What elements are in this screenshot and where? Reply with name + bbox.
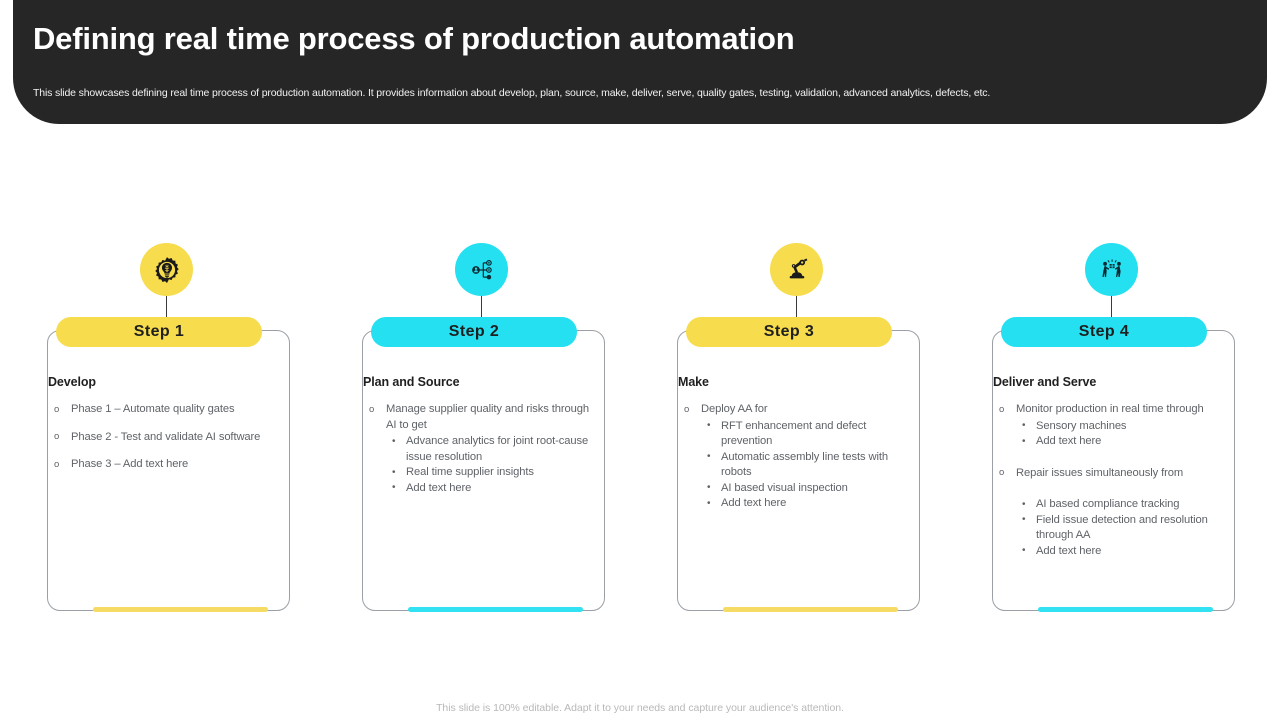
- sub-bullet-text: Advance analytics for joint root-cause i…: [406, 435, 589, 463]
- step-4-heading: Deliver and Serve: [993, 375, 1097, 389]
- list-item: Field issue detection and resolution thr…: [1016, 512, 1225, 544]
- robot-arm-icon: [782, 255, 812, 285]
- sub-bullet-text: RFT enhancement and defect prevention: [721, 419, 867, 448]
- step-card-4[interactable]: Step 4 Deliver and Serve Monitor product…: [981, 243, 1280, 615]
- sub-bullet-text: Sensory machines: [1036, 419, 1127, 432]
- step-4-icon-bubble: [1085, 243, 1138, 296]
- list-item: Phase 2 - Test and validate AI software: [48, 429, 280, 446]
- step-3-pill[interactable]: Step 3: [686, 317, 892, 347]
- step-card-3[interactable]: Step 3 Make Deploy AA for RFT enhancemen…: [666, 243, 966, 615]
- step-4-pill-label: Step 4: [1078, 323, 1130, 340]
- sub-bullet-text: AI based compliance tracking: [1036, 498, 1180, 510]
- step-3-content: Make Deploy AA for RFT enhancement and d…: [678, 375, 910, 514]
- step-1-bullet-list: Phase 1 – Automate quality gates Phase 2…: [48, 402, 280, 473]
- step-3-heading: Make: [678, 375, 709, 389]
- sub-bullet-text: Add text here: [721, 497, 787, 509]
- list-item: Add text here: [386, 480, 595, 497]
- list-item: Automatic assembly line tests with robot…: [701, 449, 910, 481]
- bullet-text: Deploy AA for: [701, 403, 768, 415]
- step-4-accent-bar: [1038, 607, 1213, 612]
- list-item: Sensory machines: [1016, 418, 1225, 435]
- list-item: Manage supplier quality and risks throug…: [363, 402, 595, 496]
- list-item: Add text here: [1016, 543, 1225, 560]
- list-item: Phase 1 – Automate quality gates: [48, 402, 280, 418]
- step-1-heading: Develop: [48, 375, 96, 389]
- step-1-accent-bar: [93, 607, 268, 612]
- step-3-bullet-list: Deploy AA for RFT enhancement and defect…: [678, 402, 910, 512]
- step-1-pill-label: Step 1: [133, 323, 185, 340]
- bullet-text: Manage supplier quality and risks throug…: [386, 403, 589, 431]
- list-item: Monitor production in real time through …: [993, 402, 1225, 450]
- list-item: Deploy AA for RFT enhancement and defect…: [678, 402, 910, 512]
- bullet-text: Phase 1 – Automate quality gates: [71, 403, 235, 415]
- list-item: RFT enhancement and defect prevention: [701, 418, 910, 450]
- step-2-sub-list: Advance analytics for joint root-cause i…: [386, 434, 595, 496]
- list-item: AI based compliance tracking: [1016, 497, 1225, 513]
- step-4-content: Deliver and Serve Monitor production in …: [993, 375, 1225, 561]
- step-2-bullet-list: Manage supplier quality and risks throug…: [363, 402, 595, 496]
- step-4-bullet-list: Monitor production in real time through …: [993, 402, 1225, 559]
- step-1-pill[interactable]: Step 1: [56, 317, 262, 347]
- page-title: Defining real time process of production…: [33, 21, 795, 56]
- step-3-sub-list: RFT enhancement and defect prevention Au…: [701, 418, 910, 512]
- step-3-connector: [796, 296, 797, 324]
- people-handoff-icon: [1097, 255, 1127, 285]
- list-item: Add text here: [1016, 434, 1225, 450]
- step-4-sub-list-b: AI based compliance tracking Field issue…: [1016, 497, 1225, 559]
- list-item: Repair issues simultaneously from AI bas…: [993, 465, 1225, 560]
- step-1-connector: [166, 296, 167, 324]
- bullet-text: Monitor production in real time through: [1016, 403, 1204, 415]
- sub-bullet-text: Field issue detection and resolution thr…: [1036, 513, 1208, 542]
- list-item: Real time supplier insights: [386, 465, 595, 481]
- list-item: AI based visual inspection: [701, 480, 910, 497]
- step-2-connector: [481, 296, 482, 324]
- step-4-connector: [1111, 296, 1112, 324]
- gear-lightbulb-icon: [152, 255, 182, 285]
- step-2-accent-bar: [408, 607, 583, 612]
- page-subtitle: This slide showcases defining real time …: [33, 87, 991, 99]
- slide-footer-note: This slide is 100% editable. Adapt it to…: [436, 702, 844, 714]
- step-4-pill[interactable]: Step 4: [1001, 317, 1207, 347]
- step-4-sub-list-a: Sensory machines Add text here: [1016, 418, 1225, 450]
- step-3-pill-label: Step 3: [763, 323, 815, 340]
- step-1-icon-bubble: [140, 243, 193, 296]
- sub-bullet-text: Add text here: [406, 481, 472, 494]
- step-3-accent-bar: [723, 607, 898, 612]
- sub-bullet-text: Add text here: [1036, 435, 1102, 447]
- step-card-2[interactable]: Step 2 Plan and Source Manage supplier q…: [351, 243, 651, 615]
- bullet-text: Phase 2 - Test and validate AI software: [71, 430, 261, 443]
- sub-bullet-text: Add text here: [1036, 544, 1102, 557]
- sub-bullet-text: Real time supplier insights: [406, 466, 534, 478]
- steps-container: Step 1 Develop Phase 1 – Automate qualit…: [0, 243, 1280, 623]
- list-item: Phase 3 – Add text here: [48, 457, 280, 473]
- sub-bullet-text: Automatic assembly line tests with robot…: [721, 450, 888, 479]
- bullet-text: Phase 3 – Add text here: [71, 458, 189, 470]
- step-1-content: Develop Phase 1 – Automate quality gates…: [48, 375, 280, 485]
- step-2-heading: Plan and Source: [363, 375, 460, 389]
- bullet-text: Repair issues simultaneously from: [1016, 466, 1184, 479]
- slide-header: Defining real time process of production…: [13, 0, 1267, 124]
- step-2-content: Plan and Source Manage supplier quality …: [363, 375, 595, 498]
- list-item: Add text here: [701, 496, 910, 512]
- list-item: Advance analytics for joint root-cause i…: [386, 434, 595, 465]
- step-2-icon-bubble: [455, 243, 508, 296]
- list-gap: [993, 452, 1225, 466]
- sub-bullet-text: AI based visual inspection: [721, 481, 848, 494]
- step-2-pill[interactable]: Step 2: [371, 317, 577, 347]
- step-3-icon-bubble: [770, 243, 823, 296]
- step-2-pill-label: Step 2: [448, 323, 500, 340]
- step-card-1[interactable]: Step 1 Develop Phase 1 – Automate qualit…: [36, 243, 336, 615]
- network-hierarchy-icon: [467, 255, 497, 285]
